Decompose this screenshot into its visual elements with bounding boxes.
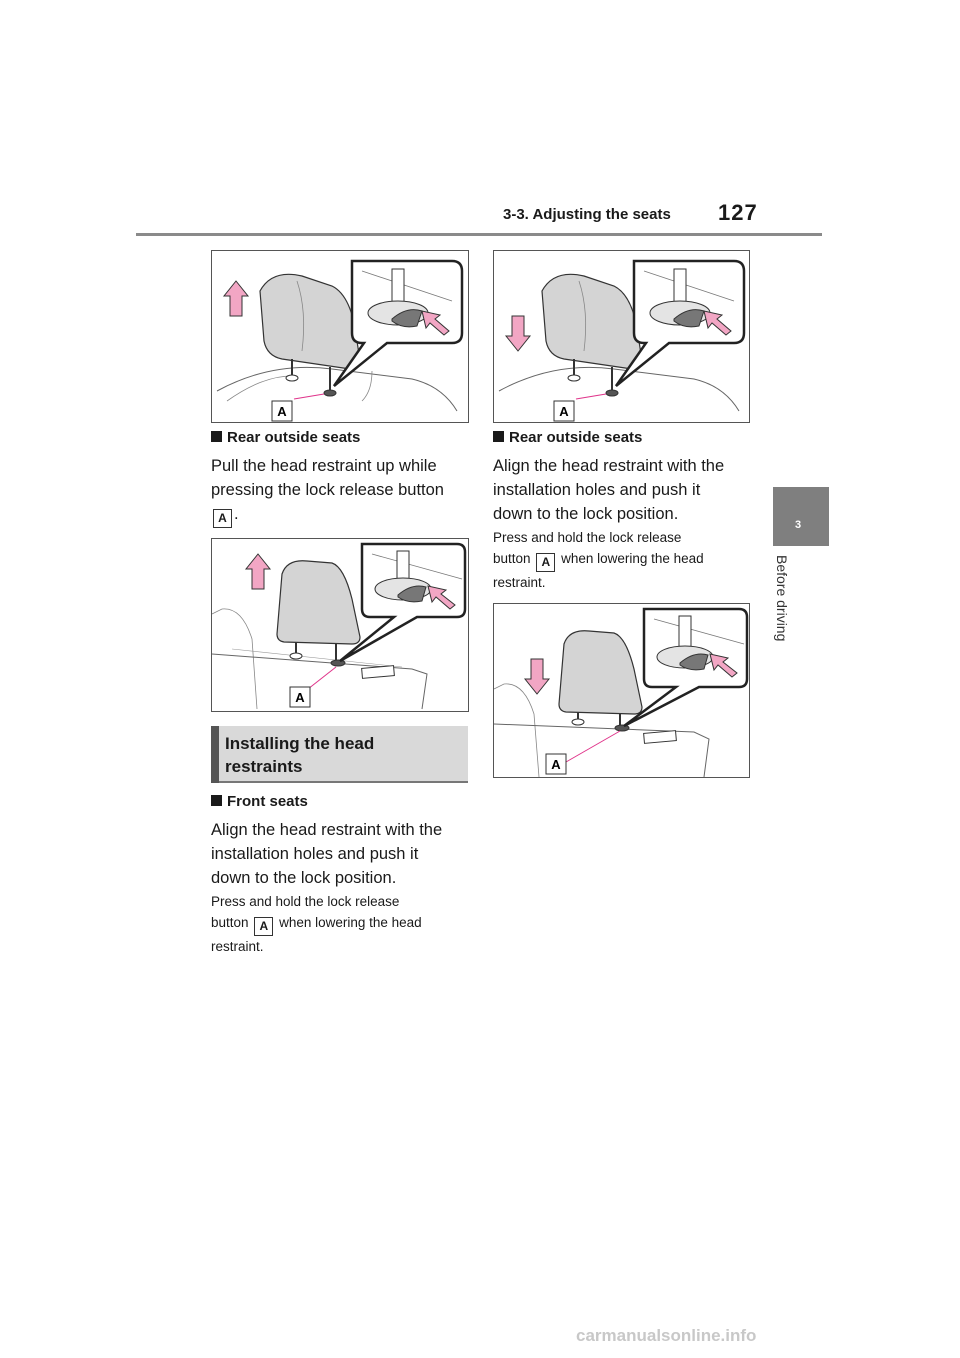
section-title: 3-3. Adjusting the seats xyxy=(503,206,671,223)
rear-seat-install-illustration: A xyxy=(493,607,749,778)
figure-front-seat-install: A xyxy=(493,250,750,423)
figure-rear-seat-raise: A xyxy=(211,538,469,712)
page-number: 127 xyxy=(718,200,758,225)
instruction-install-front: Align the head restraint with the instal… xyxy=(211,821,443,887)
rear-seat-raise-illustration: A xyxy=(211,542,467,710)
header-rule xyxy=(136,233,822,236)
front-seat-install-illustration: A xyxy=(498,259,746,422)
note-install-rear: Press and hold the lock release button A… xyxy=(493,530,704,590)
callout-badge-a: A xyxy=(213,509,232,528)
instruction-install-rear: Align the head restraint with the instal… xyxy=(493,457,725,523)
callout-badge-a: A xyxy=(536,553,556,572)
callout-a: A xyxy=(559,404,569,419)
callout-a: A xyxy=(551,757,561,772)
bullet-square-icon xyxy=(211,795,222,806)
callout-a: A xyxy=(277,404,287,419)
callout-a: A xyxy=(295,690,305,705)
figure-front-seat-raise: A xyxy=(211,250,469,423)
subheading-rear-outside-seats: Rear outside seats xyxy=(211,429,360,446)
watermark: carmanualsonline.info xyxy=(576,1326,757,1345)
front-seat-raise-illustration: A xyxy=(216,259,464,422)
subheading-front-seats: Front seats xyxy=(211,793,308,810)
section-heading-bar xyxy=(211,726,219,783)
chapter-tab xyxy=(773,487,829,546)
chapter-label: Before driving xyxy=(774,555,790,642)
instruction-remove: Pull the head restraint up while pressin… xyxy=(211,454,481,528)
chapter-number: 3 xyxy=(795,519,802,531)
figure-rear-seat-install: A xyxy=(493,603,750,778)
note-install-front: Press and hold the lock release button A… xyxy=(211,894,422,954)
bullet-square-icon xyxy=(493,431,504,442)
subheading-rear-outside-seats-install: Rear outside seats xyxy=(493,429,642,446)
callout-badge-a: A xyxy=(254,917,274,936)
bullet-square-icon xyxy=(211,431,222,442)
section-heading-installing: Installing the head restraints xyxy=(211,726,468,783)
